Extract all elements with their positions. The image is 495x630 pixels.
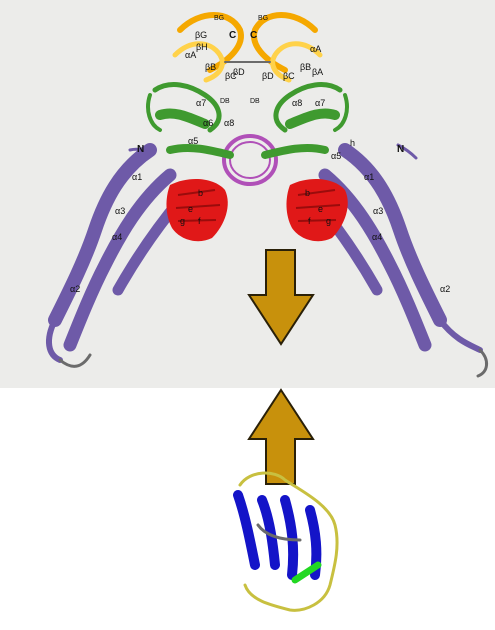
small-protein-structure xyxy=(238,473,337,610)
up-arrow-icon xyxy=(249,390,313,484)
label-n-right: N xyxy=(397,144,404,155)
label-e-right: e xyxy=(318,204,323,214)
label-alpha5-right: α5 xyxy=(331,151,341,161)
label-alpha1-left: α1 xyxy=(132,172,142,182)
dimer-structure-panel: BG C βG βH αA βB βC βD DB BG C αA βA βB … xyxy=(0,0,495,388)
label-g-left: g xyxy=(180,216,185,226)
label-alpha8-left: α8 xyxy=(224,118,234,128)
label-alpha2-right: α2 xyxy=(440,284,450,294)
label-beta-h-left: βH xyxy=(196,42,208,52)
label-beta-c-right: βC xyxy=(283,71,295,81)
label-alpha2-left: α2 xyxy=(70,284,80,294)
label-alpha1-right: α1 xyxy=(364,172,374,182)
label-h-right: h xyxy=(350,138,355,148)
label-b-left: b xyxy=(198,188,203,198)
label-alpha3-right: α3 xyxy=(373,206,383,216)
label-alpha4-left: α4 xyxy=(112,232,122,242)
label-alpha-a-left: αA xyxy=(185,50,196,60)
label-e-left: e xyxy=(188,204,193,214)
label-b-right: b xyxy=(305,188,310,198)
label-alpha3-left: α3 xyxy=(115,206,125,216)
label-beta-b-right: βB xyxy=(300,62,311,72)
label-db-right: DB xyxy=(250,98,260,105)
label-beta-d-left: βD xyxy=(233,67,245,77)
label-beta-g-left: βG xyxy=(195,30,207,40)
label-alpha-a-right: αA xyxy=(310,44,321,54)
label-alpha8-right: α8 xyxy=(292,98,302,108)
label-bg-left: BG xyxy=(214,15,224,22)
label-beta-b-left: βB xyxy=(205,62,216,72)
label-alpha7-left: α7 xyxy=(196,98,206,108)
label-beta-d-right: βD xyxy=(262,71,274,81)
label-c-right: C xyxy=(250,30,257,41)
label-bg-right: BG xyxy=(258,15,268,22)
label-db-left: DB xyxy=(220,98,230,105)
label-g-right: g xyxy=(326,216,331,226)
label-alpha4-right: α4 xyxy=(372,232,382,242)
label-n-left: N xyxy=(137,144,144,155)
label-alpha5-left: α5 xyxy=(188,136,198,146)
label-c-left: C xyxy=(229,30,236,41)
label-beta-a-right: βA xyxy=(312,67,323,77)
label-alpha7-right: α7 xyxy=(315,98,325,108)
label-alpha6-left: α6 xyxy=(203,118,213,128)
